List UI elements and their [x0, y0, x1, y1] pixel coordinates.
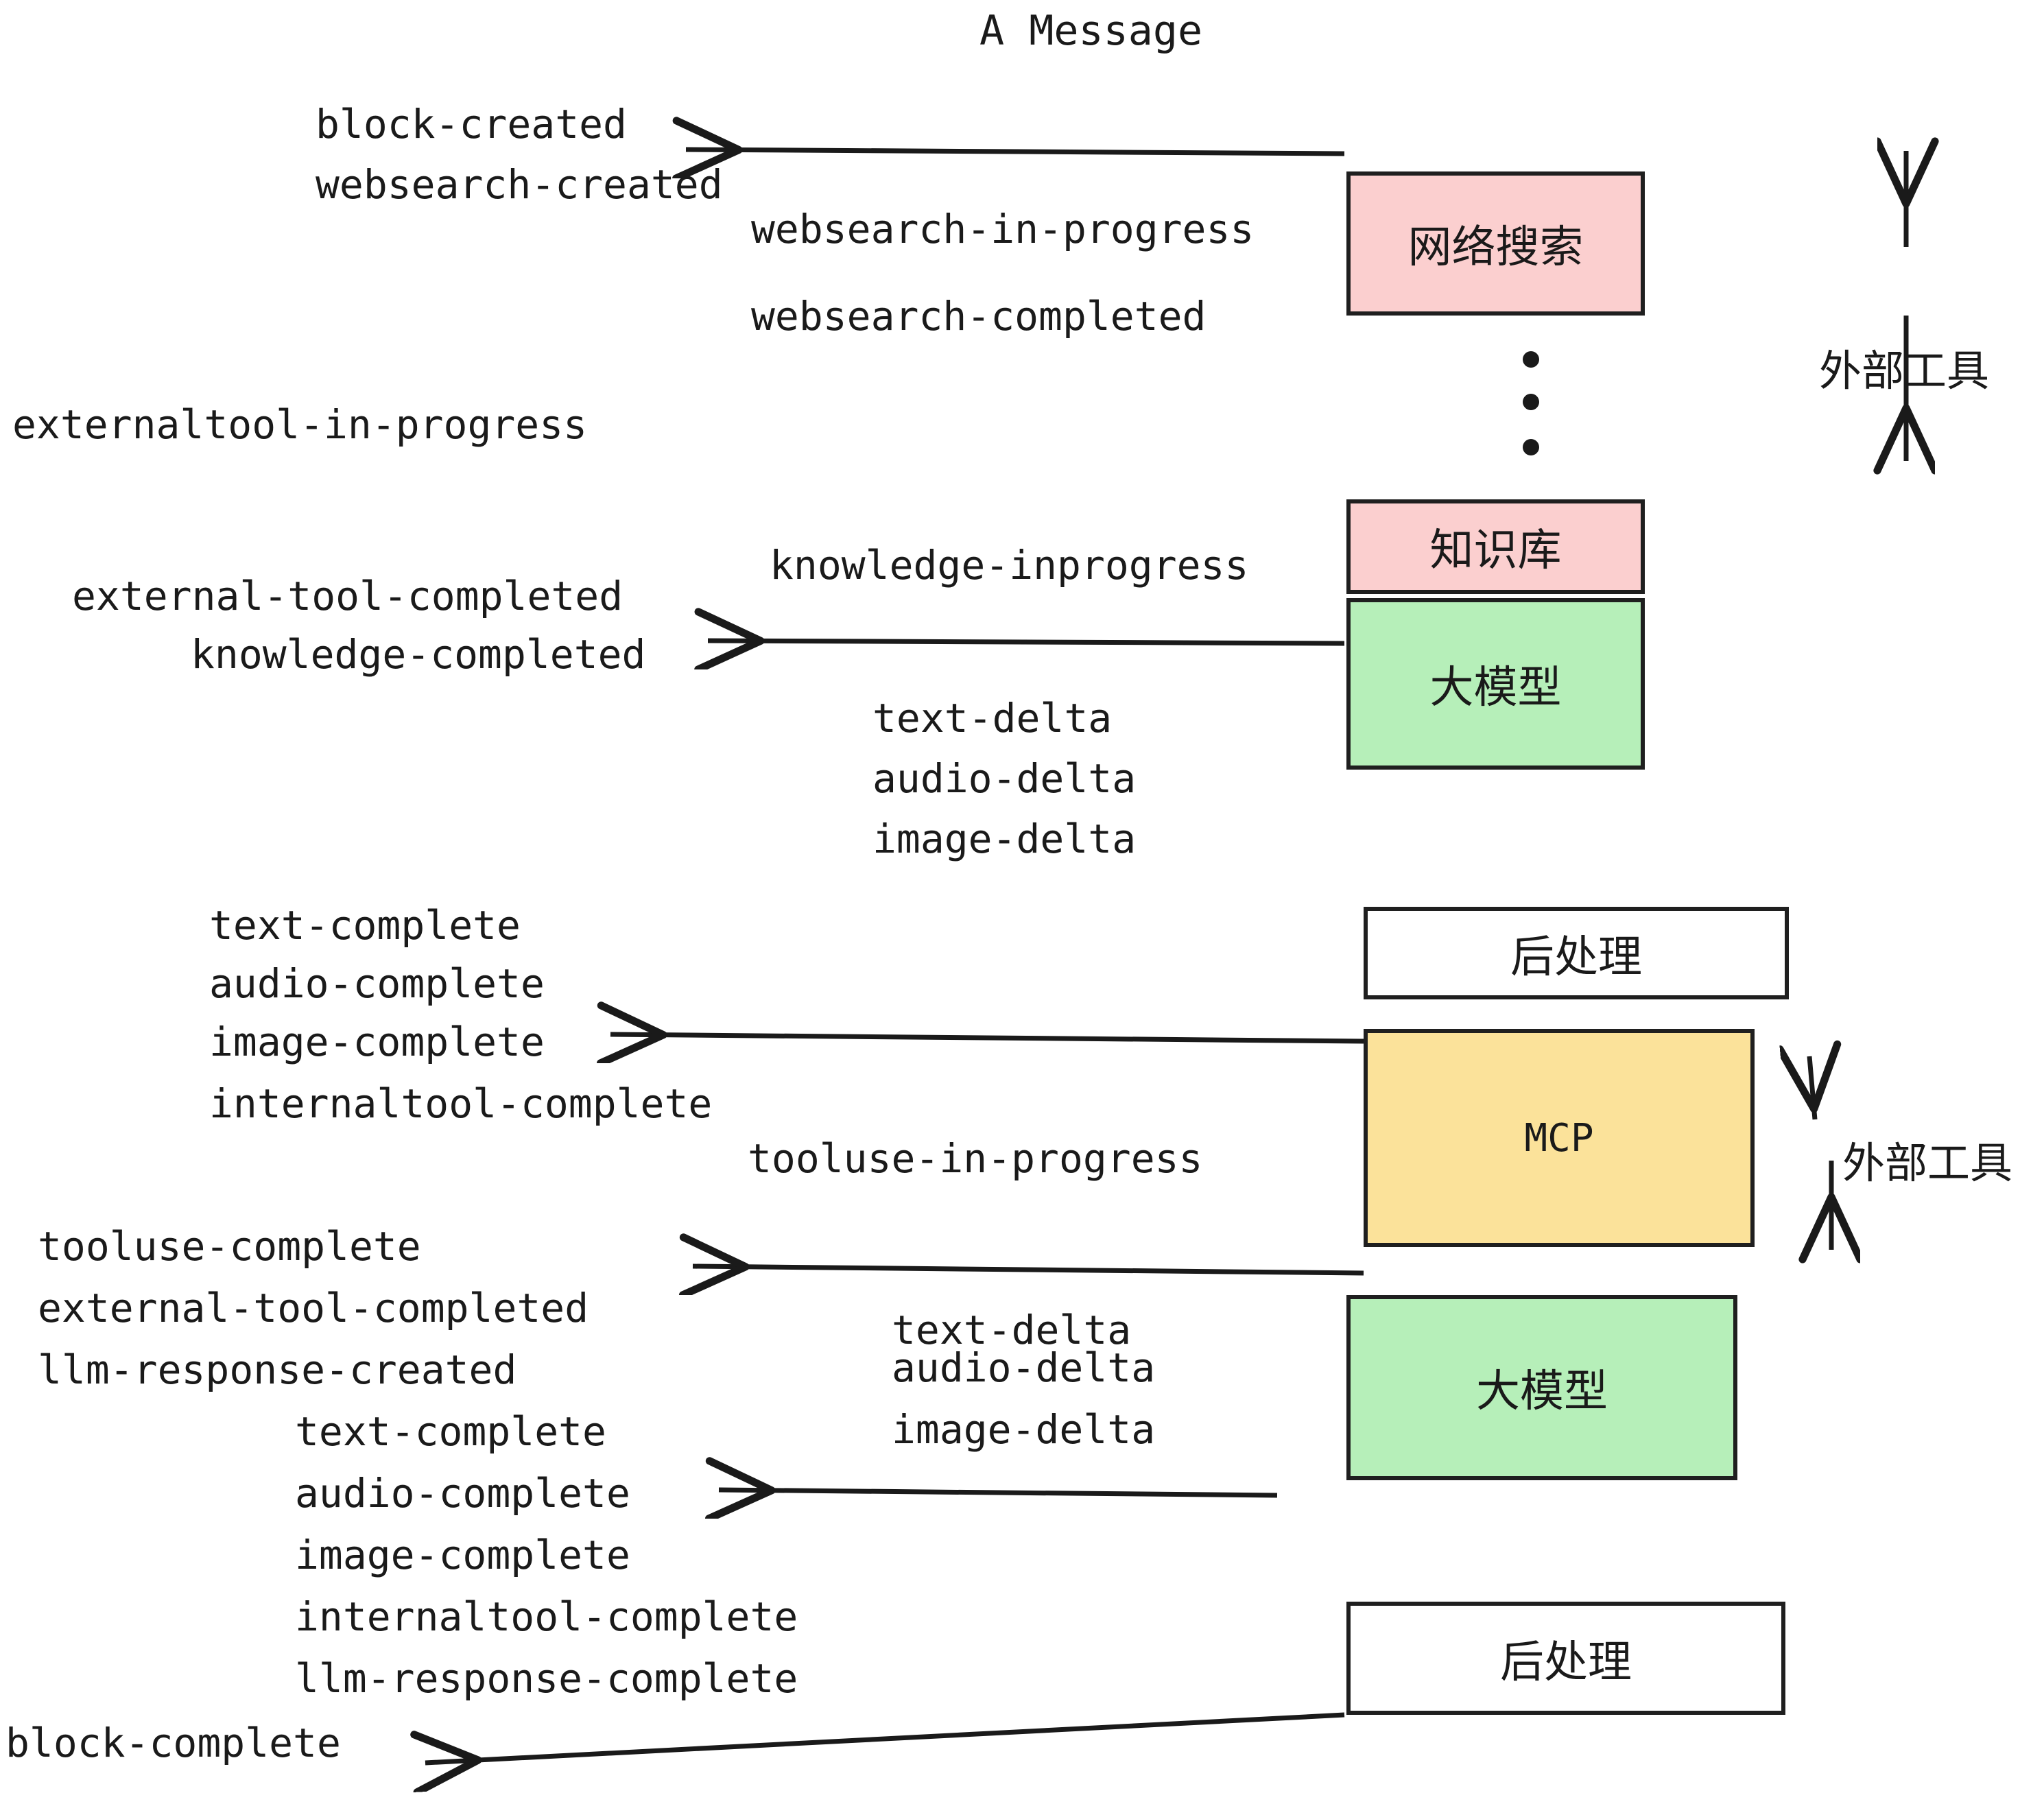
event-label-websearch-created: websearch-created [316, 161, 723, 208]
event-label-text-delta-1: text-delta [872, 695, 1113, 741]
arrow-knowledge-to-completed [708, 641, 1345, 643]
side-annotation-external-tool-bottom: 外部工具 [1842, 1138, 2013, 1188]
event-label-block-created: block-created [316, 101, 627, 147]
node-postprocess-first[interactable]: 后处理 [1364, 907, 1789, 999]
event-label-image-complete-2: image-complete [295, 1532, 630, 1578]
event-label-audio-complete-2: audio-complete [295, 1470, 630, 1517]
arrow-mcp-to-tooluse-complete [693, 1266, 1364, 1273]
node-postprocess-second[interactable]: 后处理 [1346, 1602, 1785, 1715]
event-label-image-complete-1: image-complete [209, 1019, 545, 1065]
event-label-internaltool-complete-1: internaltool-complete [209, 1080, 713, 1127]
node-websearch[interactable]: 网络搜索 [1346, 171, 1645, 316]
event-label-image-delta-1: image-delta [872, 816, 1137, 862]
event-label-llm-response-complete: llm-response-complete [295, 1655, 798, 1702]
event-label-block-complete: block-complete [5, 1720, 341, 1766]
event-label-tooluse-in-progress: tooluse-in-progress [748, 1135, 1203, 1182]
event-label-knowledge-completed: knowledge-completed [191, 631, 646, 678]
vertical-ellipsis-dot-3 [1523, 439, 1539, 455]
event-label-external-tool-completed-1: external-tool-completed [72, 573, 623, 619]
page-title: A Message [979, 7, 1203, 55]
node-knowledge-label: 知识库 [1429, 525, 1562, 576]
event-label-audio-delta-1: audio-delta [872, 755, 1137, 802]
arrow-external-tool-bottom-up [1809, 1056, 1815, 1120]
event-label-websearch-in-progress: websearch-in-progress [751, 206, 1255, 252]
vertical-ellipsis-dot-1 [1523, 351, 1539, 368]
event-label-externaltool-in-progress: externaltool-in-progress [12, 401, 588, 448]
event-label-internaltool-complete-2: internaltool-complete [295, 1593, 798, 1640]
event-label-websearch-completed: websearch-completed [751, 293, 1207, 340]
node-llm-second[interactable]: 大模型 [1346, 1295, 1737, 1480]
event-label-audio-delta-2: audio-delta [892, 1344, 1156, 1391]
event-label-llm-response-created: llm-response-created [38, 1346, 517, 1393]
arrow-llm-second-to-audio-complete [719, 1490, 1278, 1495]
node-mcp-label: MCP [1524, 1115, 1594, 1161]
event-label-knowledge-inprogress: knowledge-inprogress [770, 542, 1249, 589]
node-llm-first-label: 大模型 [1429, 663, 1562, 713]
event-label-audio-complete-1: audio-complete [209, 960, 545, 1007]
event-label-text-complete-1: text-complete [209, 902, 521, 949]
event-label-external-tool-completed-2: external-tool-completed [38, 1285, 589, 1331]
node-postprocess-first-label: 后处理 [1510, 931, 1642, 983]
node-llm-first[interactable]: 大模型 [1346, 598, 1645, 770]
side-annotation-external-tool-top: 外部工具 [1819, 346, 1990, 396]
arrow-websearch-to-created [686, 150, 1345, 154]
event-label-text-complete-2: text-complete [295, 1408, 606, 1455]
event-label-image-delta-2: image-delta [892, 1406, 1156, 1453]
vertical-ellipsis-dot-2 [1523, 394, 1539, 410]
node-websearch-label: 网络搜索 [1407, 222, 1584, 273]
node-mcp[interactable]: MCP [1364, 1029, 1755, 1247]
node-knowledge[interactable]: 知识库 [1346, 499, 1645, 594]
event-label-text-delta-2: text-delta [892, 1307, 1132, 1353]
node-llm-second-label: 大模型 [1476, 1366, 1608, 1417]
arrow-postprocess-second-to-block-complete [425, 1712, 1345, 1763]
node-postprocess-second-label: 后处理 [1500, 1637, 1632, 1688]
arrow-llm-first-to-image-complete [610, 1034, 1364, 1041]
event-label-tooluse-complete: tooluse-complete [38, 1223, 421, 1270]
